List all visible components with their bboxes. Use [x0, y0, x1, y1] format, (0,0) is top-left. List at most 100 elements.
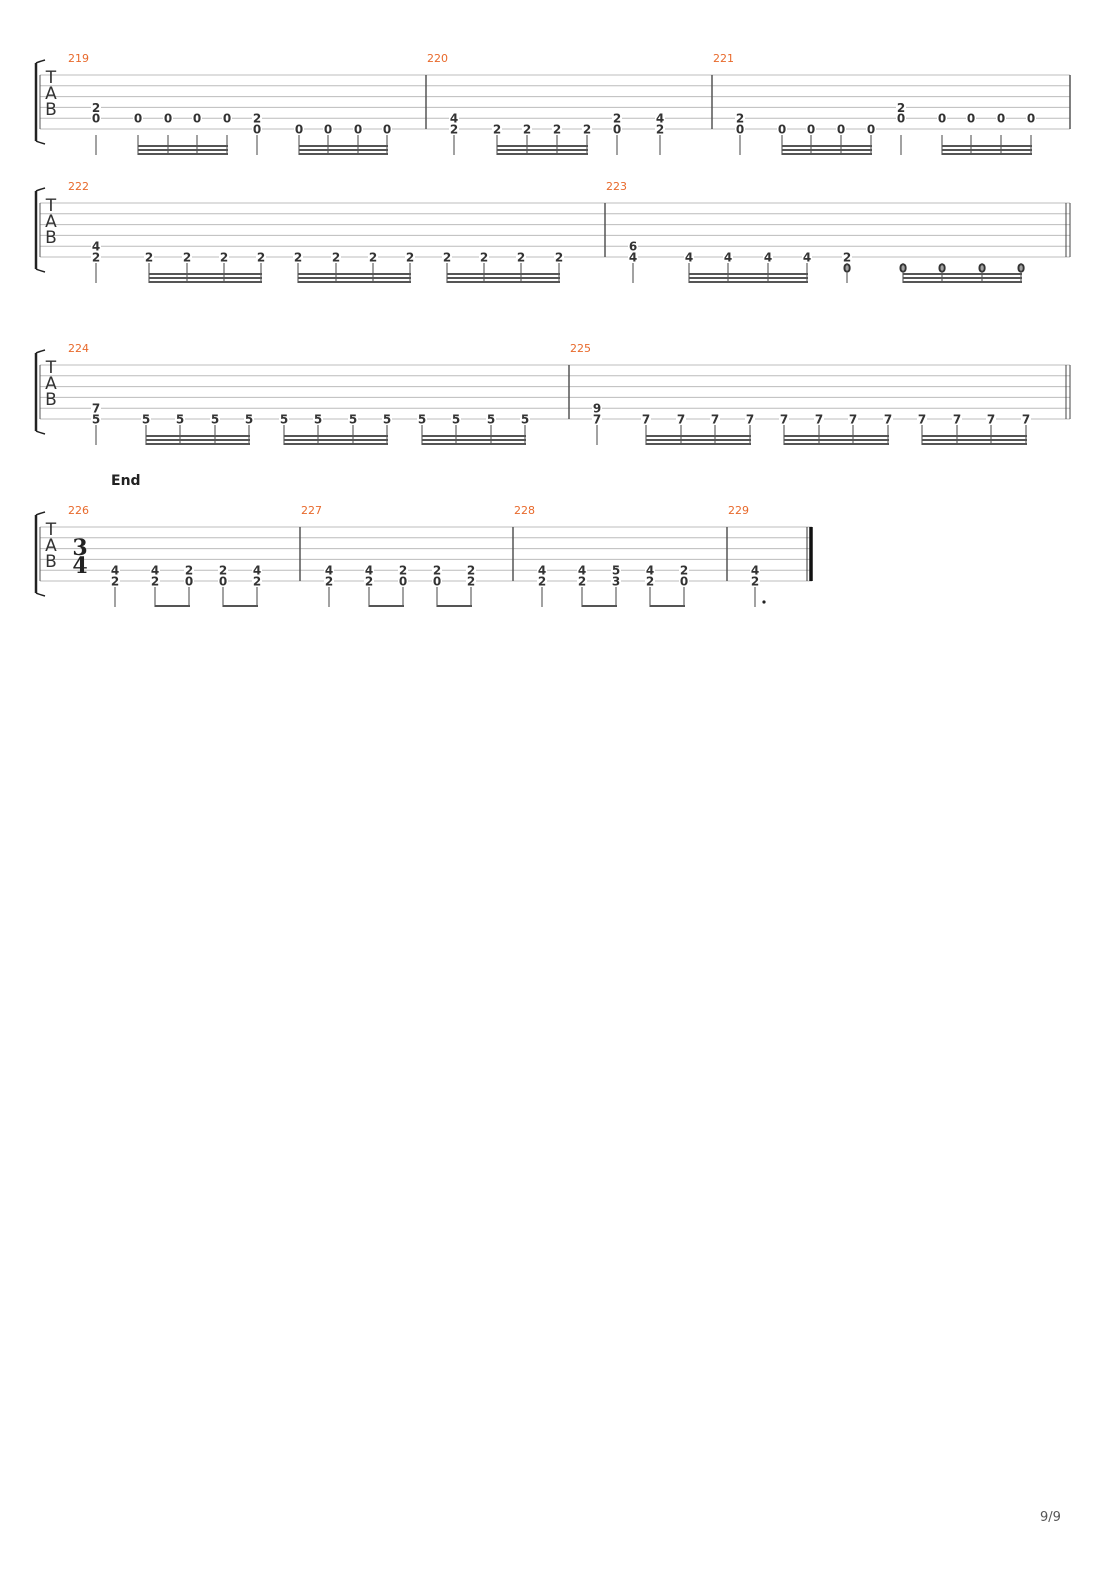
fret-mask [814, 413, 824, 425]
beam [299, 153, 388, 155]
note-event: 0 [1026, 112, 1036, 155]
note-event: 20 [735, 112, 745, 155]
fret-mask [252, 112, 262, 125]
fret-mask [417, 413, 427, 425]
beam [784, 443, 889, 445]
fret-number: 7 [884, 413, 892, 427]
fret-mask [144, 251, 154, 263]
fret-mask [611, 575, 621, 587]
fret-mask [537, 564, 547, 577]
fret-number: 4 [724, 251, 732, 265]
tab-system: TAB34End22642422020422274242202022228424… [34, 473, 813, 607]
fret-number: 5 [487, 413, 495, 427]
note-event: 20 [91, 101, 101, 155]
tab-clef-letter: T [45, 520, 57, 540]
fret-mask [364, 575, 374, 587]
fret-mask [218, 575, 228, 587]
fret-mask [710, 413, 720, 425]
note-event: 20 [252, 112, 262, 155]
fret-number: 0 [1027, 112, 1035, 126]
fret-mask [552, 123, 562, 135]
fret-number: 2 [433, 564, 441, 578]
fret-mask [432, 564, 442, 577]
fret-number: 2 [656, 123, 664, 137]
beam [784, 439, 889, 441]
note-event: 0 [222, 112, 232, 155]
fret-mask [582, 123, 592, 135]
beam [299, 145, 388, 147]
fret-number: 5 [142, 413, 150, 427]
beam [497, 149, 588, 151]
fret-number: 0 [134, 112, 142, 126]
measure-number: 223 [606, 180, 627, 193]
fret-mask [750, 575, 760, 587]
fret-number: 2 [185, 564, 193, 578]
fret-mask [382, 413, 392, 425]
fret-mask [592, 402, 602, 415]
fret-number: 0 [253, 123, 261, 137]
fret-number: 4 [646, 564, 654, 578]
fret-mask [150, 575, 160, 587]
fret-mask [244, 413, 254, 425]
fret-number: 2 [92, 101, 100, 115]
fret-mask [1026, 112, 1036, 125]
fret-mask [917, 413, 927, 425]
fret-mask [486, 413, 496, 425]
fret-number: 0 [164, 112, 172, 126]
note-event: 42 [449, 112, 459, 155]
beam [138, 145, 228, 147]
tab-clef-letter: B [45, 228, 57, 248]
fret-mask [382, 123, 392, 135]
fret-mask [163, 112, 173, 125]
fret-mask [520, 413, 530, 425]
beam [146, 435, 250, 437]
fret-number: 7 [1022, 413, 1030, 427]
beam [646, 443, 751, 445]
fret-number: 2 [578, 575, 586, 589]
beam [646, 439, 751, 441]
time-signature-denominator: 4 [72, 553, 87, 579]
time-signature-numerator: 3 [72, 535, 87, 561]
fret-mask [806, 123, 816, 135]
fret-mask [779, 413, 789, 425]
fret-mask [150, 564, 160, 577]
note-event: 42 [537, 564, 547, 607]
beam [582, 605, 617, 607]
fret-mask [466, 575, 476, 587]
fret-number: 2 [538, 575, 546, 589]
fret-number: 7 [677, 413, 685, 427]
fret-mask [405, 251, 415, 263]
beam [369, 605, 404, 607]
fret-number: 2 [680, 564, 688, 578]
beam [437, 605, 472, 607]
note-event: 20 [679, 564, 689, 607]
fret-number: 2 [493, 123, 501, 137]
fret-mask [735, 123, 745, 135]
fret-number: 7 [711, 413, 719, 427]
fret-mask [723, 251, 733, 263]
fret-number: 0 [897, 112, 905, 126]
measure-number: 222 [68, 180, 89, 193]
fret-number: 2 [219, 564, 227, 578]
fret-number: 2 [613, 112, 621, 126]
fret-number: 5 [92, 413, 100, 427]
fret-number: 2 [220, 251, 228, 265]
note-event: 64 [628, 240, 638, 283]
measure-number: 226 [68, 504, 89, 517]
fret-number: 2 [480, 251, 488, 265]
note-event: 0 [898, 261, 908, 283]
fret-number: 7 [849, 413, 857, 427]
fret-number: 4 [151, 564, 159, 578]
fret-mask [368, 251, 378, 263]
fret-mask [210, 413, 220, 425]
beam [689, 277, 808, 279]
fret-number: 2 [553, 123, 561, 137]
beam [422, 435, 526, 437]
beam [922, 443, 1027, 445]
